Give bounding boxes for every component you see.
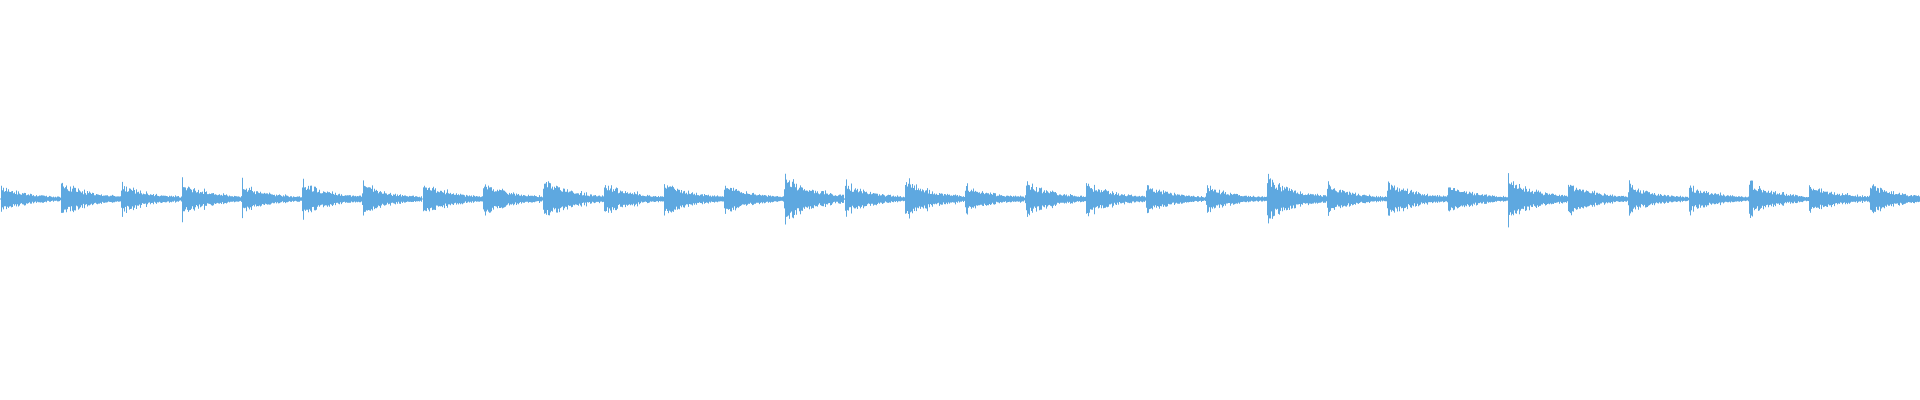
waveform-bars <box>0 173 1920 228</box>
waveform-path <box>0 173 1920 228</box>
